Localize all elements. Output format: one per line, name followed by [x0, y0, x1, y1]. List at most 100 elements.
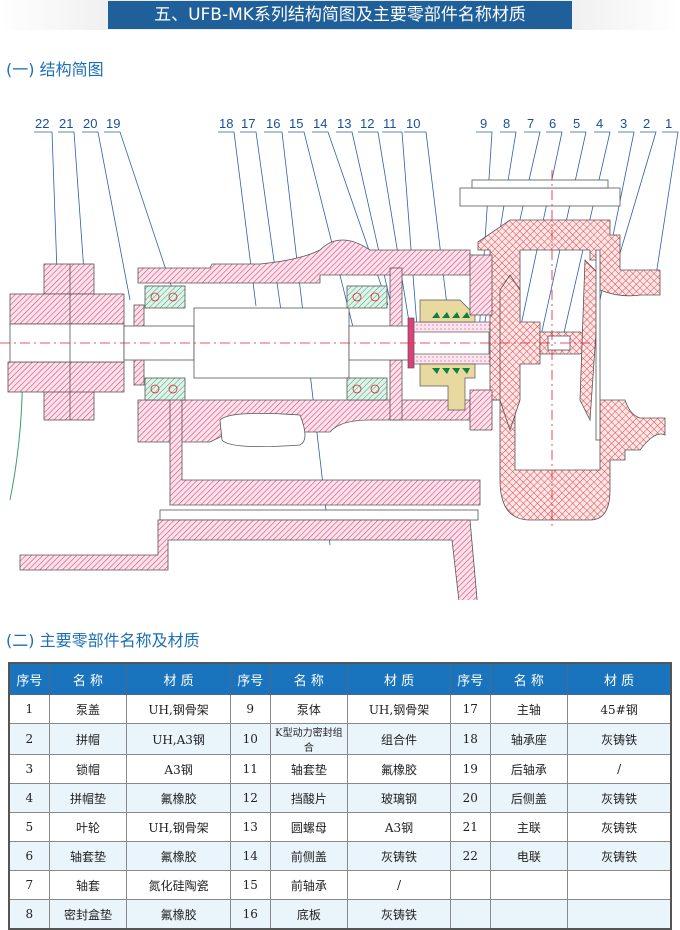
callout-5: 5	[573, 116, 580, 131]
cell-no	[449, 899, 491, 930]
table-header-row: 序号 名 称 材 质 序号 名 称 材 质 序号 名 称 材 质	[8, 662, 672, 695]
cell-no: 10	[229, 723, 271, 755]
callout-13: 13	[337, 116, 351, 131]
callout-17: 17	[241, 116, 255, 131]
header-name-1: 名 称	[48, 662, 128, 695]
cell-material: 组合件	[347, 723, 451, 755]
cell-material: /	[567, 754, 672, 784]
cell-name: 主联	[489, 812, 569, 842]
callout-22: 22	[35, 116, 49, 131]
cell-material	[567, 899, 672, 930]
cell-no: 20	[449, 783, 491, 813]
cell-no: 11	[229, 754, 271, 784]
cell-no: 8	[8, 899, 50, 930]
callout-15: 15	[289, 116, 303, 131]
cell-material: UH,钢骨架	[347, 694, 451, 724]
cell-no: 12	[229, 783, 271, 813]
cell-name: 挡酸片	[269, 783, 349, 813]
mechanical-seal	[407, 299, 491, 411]
callout-11: 11	[383, 116, 397, 131]
leader-line-5	[539, 131, 587, 341]
callout-8: 8	[503, 116, 510, 131]
cell-no: 18	[449, 723, 491, 755]
cell-no	[449, 870, 491, 900]
cell-no: 6	[8, 841, 50, 871]
cell-name: 密封盒垫	[48, 899, 128, 930]
cell-material: 灰铸铁	[567, 723, 672, 755]
cell-name: 叶轮	[48, 812, 128, 842]
cell-no: 7	[8, 870, 50, 900]
cell-material: UH,A3钢	[126, 723, 231, 755]
cell-material: 灰铸铁	[567, 783, 672, 813]
cell-name: 轴承座	[489, 723, 569, 755]
cell-no: 16	[229, 899, 271, 930]
cell-material: 氟橡胶	[126, 841, 231, 871]
cell-no: 17	[449, 694, 491, 724]
cell-no: 5	[8, 812, 50, 842]
cell-material: A3钢	[126, 754, 231, 784]
cell-name: 轴套垫	[48, 841, 128, 871]
cell-material: 氮化硅陶瓷	[126, 870, 231, 900]
leader-line-12	[358, 131, 413, 341]
header-material-2: 材 质	[347, 662, 451, 695]
header-no-1: 序号	[8, 662, 50, 695]
callout-21: 21	[59, 116, 73, 131]
cell-name: 后侧盖	[489, 783, 569, 813]
callout-labels: 22 21 20 19 18 17 16 15 14 13 12 11 10 9…	[35, 116, 672, 131]
cell-no: 19	[449, 754, 491, 784]
cell-no: 9	[229, 694, 271, 724]
cell-material: 氟橡胶	[347, 754, 451, 784]
callout-19: 19	[106, 116, 120, 131]
callout-1: 1	[665, 116, 672, 131]
cell-name: K型动力密封组合	[269, 723, 349, 755]
callout-3: 3	[620, 116, 627, 131]
cell-name	[489, 899, 569, 930]
leader-line-21	[58, 131, 87, 301]
cell-material: /	[347, 870, 451, 900]
callout-9: 9	[480, 116, 487, 131]
header-material-3: 材 质	[567, 662, 672, 695]
center-lines	[0, 170, 600, 530]
cell-material	[567, 870, 672, 900]
header-name-2: 名 称	[269, 662, 349, 695]
cell-name: 泵体	[269, 694, 349, 724]
callout-2: 2	[643, 116, 650, 131]
cell-no: 4	[8, 783, 50, 813]
cell-name: 电联	[489, 841, 569, 871]
callout-14: 14	[313, 116, 327, 131]
structure-diagram: 22 21 20 19 18 17 16 15 14 13 12 11 10 9…	[0, 116, 679, 600]
section-title-parts: (二) 主要零部件名称及材质	[6, 631, 200, 650]
leader-line-15	[288, 131, 356, 336]
coupling	[7, 263, 125, 421]
cell-no: 13	[229, 812, 271, 842]
page-banner-title: 五、UFB-MK系列结构简图及主要零部件名称材质	[108, 1, 572, 29]
bearings	[144, 285, 388, 401]
header-no-2: 序号	[229, 662, 271, 695]
cell-material: 灰铸铁	[567, 841, 672, 871]
callout-20: 20	[83, 116, 97, 131]
cell-material: 氟橡胶	[126, 899, 231, 930]
cell-material: 玻璃钢	[347, 783, 451, 813]
cell-name: 前侧盖	[269, 841, 349, 871]
cell-name: 轴套	[48, 870, 128, 900]
cell-name: 圆螺母	[269, 812, 349, 842]
cell-no: 14	[229, 841, 271, 871]
header-name-3: 名 称	[489, 662, 569, 695]
base-plate	[19, 379, 481, 600]
leader-line-19	[104, 131, 173, 289]
leader-line-14	[312, 131, 389, 306]
header-material-1: 材 质	[126, 662, 231, 695]
callout-7: 7	[527, 116, 534, 131]
cell-name: 锁帽	[48, 754, 128, 784]
callout-10: 10	[406, 116, 420, 131]
leader-line-20	[82, 131, 131, 301]
cell-name: 拼帽垫	[48, 783, 128, 813]
callout-4: 4	[596, 116, 603, 131]
